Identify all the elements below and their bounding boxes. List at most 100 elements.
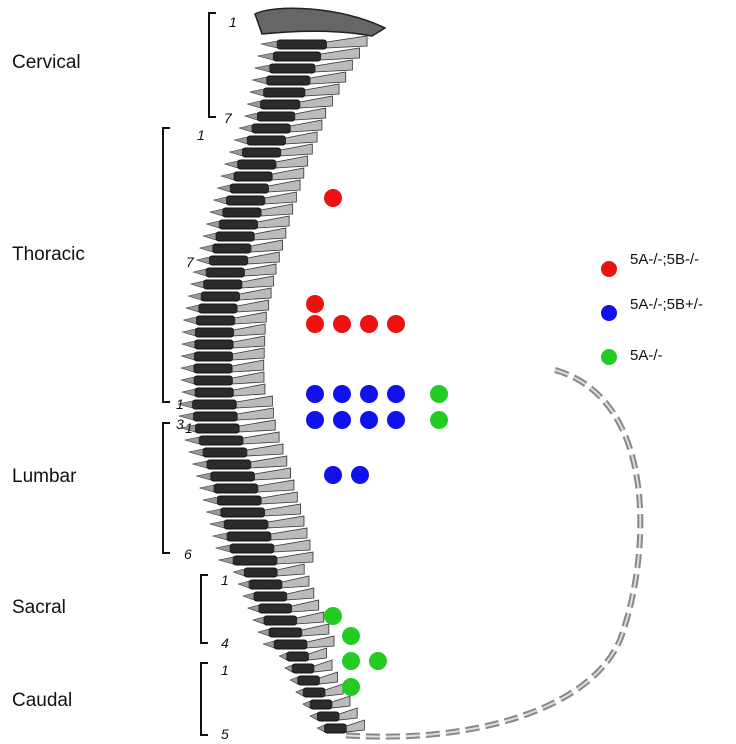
genotype-dot — [306, 411, 324, 429]
caudal-bracket — [201, 663, 208, 735]
vertebra-rib — [185, 437, 199, 444]
vertebra-process — [271, 528, 307, 540]
vertebra-process — [302, 624, 329, 636]
vertebra-body — [199, 304, 238, 313]
vertebra-body — [298, 676, 320, 685]
thoracic-mid-number: 7 — [186, 254, 194, 270]
vertebra-process — [327, 36, 368, 48]
vertebra-process — [265, 192, 297, 204]
vertebra-body — [224, 520, 268, 529]
vertebra-body — [310, 700, 332, 709]
vertebra-body — [247, 136, 286, 145]
genotype-dot — [324, 607, 342, 625]
vertebra-body — [203, 448, 247, 457]
vertebra-body — [257, 112, 295, 121]
vertebra-body — [199, 436, 243, 445]
genotype-dot — [342, 627, 360, 645]
vertebra-rib — [203, 497, 217, 504]
vertebra-body — [264, 616, 297, 625]
genotype-dot — [324, 189, 342, 207]
vertebra-body — [227, 532, 271, 541]
vertebra-body — [303, 688, 325, 697]
vertebra-process — [287, 588, 314, 600]
vertebra-rib — [196, 473, 210, 480]
vertebra-process — [321, 48, 360, 60]
vertebra-process — [307, 636, 334, 648]
vertebra-process — [232, 360, 263, 372]
vertebra-rib — [253, 617, 264, 624]
vertebra-rib — [182, 353, 195, 360]
vertebra-process — [309, 648, 327, 660]
thoracic-end-number: 1 — [176, 396, 184, 412]
vertebra-rib — [238, 581, 249, 588]
vertebra-process — [237, 408, 273, 420]
tail-illustration — [340, 370, 640, 737]
sacral-bracket — [201, 575, 208, 643]
vertebra-rib — [207, 221, 220, 228]
cervical-start-number: 1 — [229, 14, 237, 30]
vertebra-body — [267, 76, 311, 85]
vertebra-rib — [230, 149, 243, 156]
vertebra-body — [217, 496, 261, 505]
vertebra-body — [324, 724, 346, 733]
vertebra-process — [251, 456, 287, 468]
vertebra-rib — [245, 113, 257, 120]
legend-dot-blue — [601, 305, 617, 321]
vertebra-process — [258, 480, 294, 492]
vertebra-process — [258, 216, 290, 228]
vertebra-body — [211, 472, 255, 481]
vertebra-rib — [191, 281, 204, 288]
vertebra-process — [281, 144, 313, 156]
thoracic-bracket — [163, 128, 170, 402]
vertebra-process — [325, 684, 343, 696]
vertebra-body — [273, 52, 321, 61]
vertebra-process — [247, 444, 283, 456]
vertebra-rib — [219, 557, 233, 564]
vertebra-process — [233, 348, 265, 360]
cervical-bracket — [209, 13, 216, 117]
region-label-lumbar: Lumbar — [12, 466, 76, 488]
vertebra-rib — [243, 593, 254, 600]
vertebra-rib — [217, 185, 230, 192]
vertebra-body — [259, 604, 292, 613]
vertebra-body — [277, 40, 327, 49]
vertebra-body — [270, 64, 316, 73]
genotype-dot — [324, 466, 342, 484]
genotype-dot — [333, 385, 351, 403]
vertebra-body — [206, 268, 245, 277]
vertebra-process — [274, 540, 310, 552]
vertebra-process — [300, 96, 332, 108]
vertebra-process — [295, 108, 326, 120]
vertebra-body — [242, 148, 280, 157]
vertebra-rib — [247, 101, 260, 108]
vertebra-process — [314, 660, 332, 672]
vertebra-rib — [290, 677, 297, 684]
vertebra-rib — [186, 305, 199, 312]
genotype-dot — [333, 411, 351, 429]
vertebra-rib — [225, 161, 238, 168]
genotype-dot — [430, 385, 448, 403]
genotype-dot — [360, 315, 378, 333]
vertebra-rib — [317, 725, 324, 732]
vertebra-process — [234, 324, 266, 336]
thoracic-start-number: 1 — [197, 127, 205, 143]
vertebra-body — [195, 388, 234, 397]
vertebra-body — [213, 244, 252, 253]
vertebra-body — [195, 328, 234, 337]
vertebra-rib — [296, 689, 303, 696]
vertebra-process — [240, 288, 272, 300]
legend-label-green: 5A-/- — [630, 347, 663, 364]
genotype-dot — [342, 678, 360, 696]
vertebra-rib — [197, 257, 210, 264]
vertebra-body — [292, 664, 314, 673]
vertebra-process — [305, 84, 339, 96]
vertebra-rib — [255, 65, 270, 72]
legend-dot-green — [601, 349, 617, 365]
vertebra-rib — [206, 509, 220, 516]
vertebra-process — [243, 432, 279, 444]
vertebra-body — [195, 424, 239, 433]
vertebra-process — [286, 132, 318, 144]
vertebra-rib — [263, 641, 274, 648]
vertebra-rib — [235, 137, 248, 144]
vertebra-rib — [189, 293, 202, 300]
